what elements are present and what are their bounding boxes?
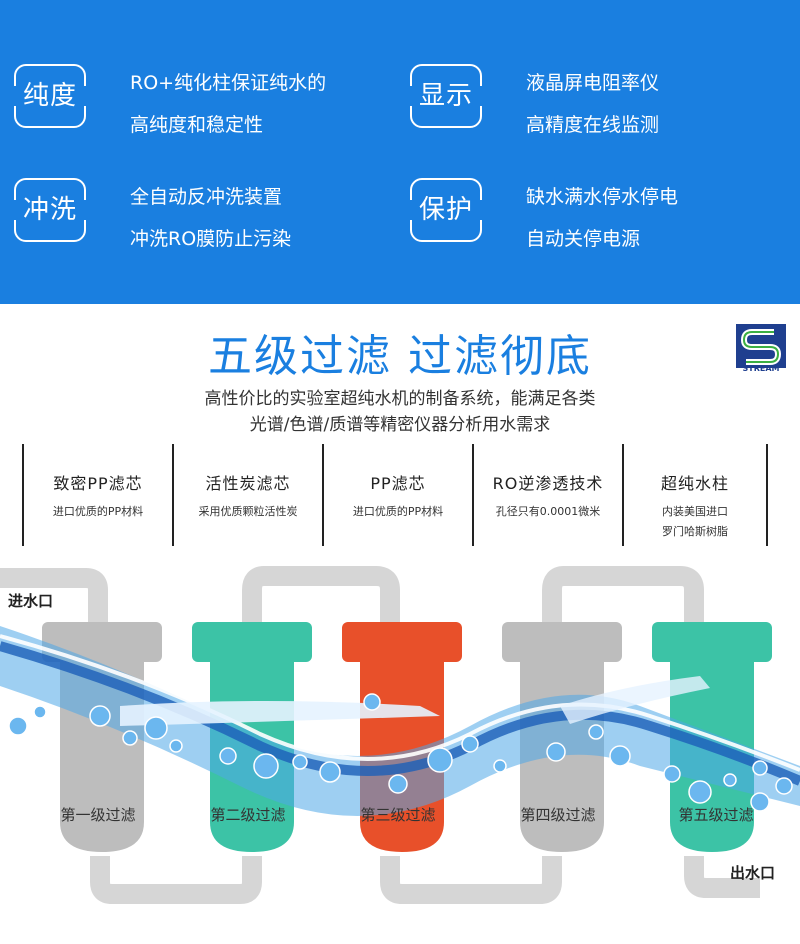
feature-purity: 纯度 RO+纯化柱保证纯水的 高纯度和稳定性 <box>12 64 394 154</box>
spec-desc-line: 罗门哈斯树脂 <box>662 525 728 538</box>
cartridge-cap <box>652 622 772 662</box>
page-headline: 五级过滤 过滤彻底 <box>208 331 592 382</box>
stage-label-5: 第五级过滤 <box>678 806 754 824</box>
spec-desc-line: 进口优质的PP材料 <box>352 505 444 518</box>
spec-divider <box>766 444 768 546</box>
feature-line: 缺水满水停水停电 <box>526 186 679 208</box>
stage-label-2: 第二级过滤 <box>210 806 286 824</box>
stage-label-3: 第三级过滤 <box>360 806 436 824</box>
stage-label-4: 第四级过滤 <box>520 806 596 824</box>
feature-banner: 纯度 RO+纯化柱保证纯水的 高纯度和稳定性 显示 液晶屏电阻率仪 高精度在线监… <box>0 0 800 304</box>
cartridge-cap <box>192 622 312 662</box>
feature-frame <box>12 178 88 242</box>
spec-desc-line: 内装美国进口 <box>662 505 728 518</box>
pipe-network <box>0 566 760 904</box>
spec-column: 超纯水柱 内装美国进口罗门哈斯树脂 <box>622 444 766 546</box>
spec-column: PP滤芯 进口优质的PP材料 <box>322 444 472 546</box>
subline: 光谱/色谱/质谱等精密仪器分析用水需求 <box>249 415 551 435</box>
filtration-diagram: 进水口 出水口 第一级过滤 第二级过滤 第三级过滤 第四级过滤 第五级过滤 <box>0 556 800 944</box>
feature-line: 全自动反冲洗装置 <box>130 186 283 208</box>
spec-title: 活性炭滤芯 <box>205 474 291 493</box>
feature-display: 显示 液晶屏电阻率仪 高精度在线监测 <box>408 64 790 154</box>
spec-title: 致密PP滤芯 <box>53 474 143 493</box>
feature-title: 纯度 <box>22 81 77 111</box>
stream-logo-icon <box>736 324 786 368</box>
spec-column: 致密PP滤芯 进口优质的PP材料 <box>22 444 172 546</box>
feature-line: 高纯度和稳定性 <box>130 114 264 136</box>
spec-columns: 致密PP滤芯 进口优质的PP材料 活性炭滤芯 采用优质颗粒活性炭 PP滤芯 进口… <box>22 444 768 546</box>
spec-column: 活性炭滤芯 采用优质颗粒活性炭 <box>172 444 322 546</box>
spec-desc: 内装美国进口罗门哈斯树脂 <box>624 502 766 542</box>
cartridge-stage-5 <box>652 622 772 852</box>
feature-frame <box>408 64 484 128</box>
feature-title: 冲洗 <box>22 195 77 225</box>
spec-desc-line: 采用优质颗粒活性炭 <box>198 505 298 518</box>
feature-line: 冲洗RO膜防止污染 <box>130 228 292 250</box>
cartridge-cap <box>342 622 462 662</box>
feature-flush: 冲洗 全自动反冲洗装置 冲洗RO膜防止污染 <box>12 178 394 268</box>
feature-title: 保护 <box>418 195 473 225</box>
spec-desc-line: 孔径只有0.0001微米 <box>495 505 601 518</box>
spec-desc: 孔径只有0.0001微米 <box>474 502 622 522</box>
spec-desc-line: 进口优质的PP材料 <box>52 505 144 518</box>
spec-title: RO逆渗透技术 <box>492 474 604 493</box>
feature-protect: 保护 缺水满水停水停电 自动关停电源 <box>408 178 790 268</box>
diagram-graphic <box>0 566 800 904</box>
feature-frame <box>408 178 484 242</box>
logo-text: STREAM <box>742 364 780 373</box>
spec-title: 超纯水柱 <box>660 474 729 493</box>
subline: 高性价比的实验室超纯水机的制备系统，能满足各类 <box>204 389 596 409</box>
feature-frame <box>12 64 88 128</box>
stage-label-1: 第一级过滤 <box>60 806 136 824</box>
spec-desc: 采用优质颗粒活性炭 <box>174 502 322 522</box>
water-bubbles <box>8 693 793 812</box>
feature-title: 显示 <box>418 81 473 111</box>
feature-line: RO+纯化柱保证纯水的 <box>130 72 327 94</box>
feature-line: 液晶屏电阻率仪 <box>526 72 660 94</box>
feature-line: 自动关停电源 <box>526 228 641 250</box>
outlet-label: 出水口 <box>730 864 776 882</box>
feature-line: 高精度在线监测 <box>526 114 660 136</box>
spec-desc: 进口优质的PP材料 <box>24 502 172 522</box>
spec-column: RO逆渗透技术 孔径只有0.0001微米 <box>472 444 622 546</box>
inlet-label: 进水口 <box>8 592 54 610</box>
spec-desc: 进口优质的PP材料 <box>324 502 472 522</box>
cartridge-cap <box>502 622 622 662</box>
spec-title: PP滤芯 <box>370 474 426 493</box>
